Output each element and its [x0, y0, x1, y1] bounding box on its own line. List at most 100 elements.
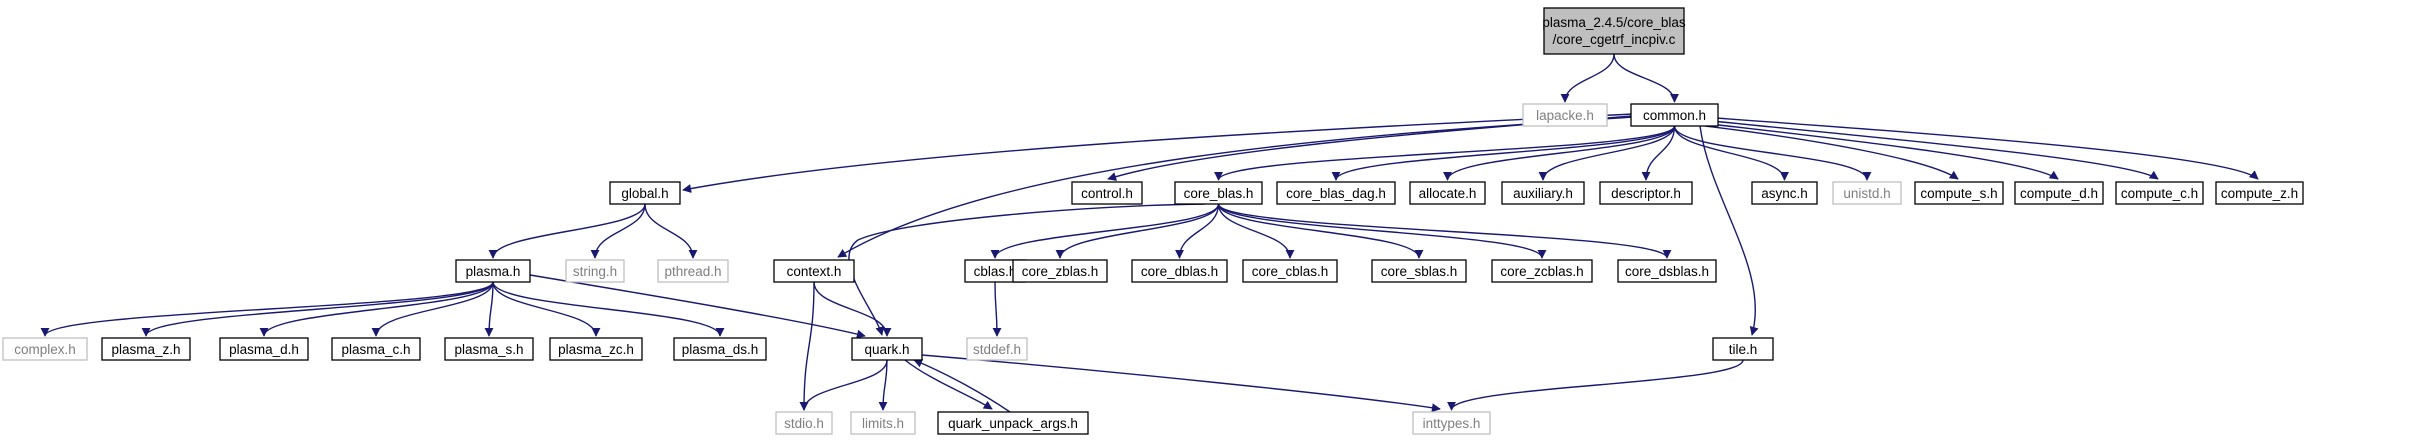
node-label: compute_d.h	[2020, 186, 2098, 201]
node-box	[1071, 181, 1143, 205]
node-label: inttypes.h	[1423, 416, 1481, 431]
node-allocate[interactable]: allocate.h	[1409, 181, 1486, 205]
node-label: plasma_c.h	[341, 342, 410, 357]
node-core-dblas[interactable]: core_dblas.h	[1131, 259, 1228, 283]
edge-core_blas-to-core_sblas	[1217, 203, 1424, 259]
edges-layer	[40, 53, 2259, 413]
node-box	[1501, 181, 1585, 205]
edge-core_blas-to-quark	[848, 203, 1206, 336]
edge-core_blas-to-cblas	[990, 203, 1220, 259]
node-core-cblas[interactable]: core_cblas.h	[1242, 259, 1338, 283]
node-cblas[interactable]: cblas.h	[964, 259, 1026, 283]
node-core-blas[interactable]: core_blas.h	[1174, 181, 1263, 205]
node-plasma-zc[interactable]: plasma_zc.h	[549, 337, 643, 361]
node-pthread: pthread.h	[657, 259, 729, 283]
node-label: plasma_d.h	[229, 342, 299, 357]
edge-common-to-compute_d	[1709, 123, 2059, 180]
edge-plasma-to-quark	[529, 274, 866, 339]
edge-quark-to-stdio	[799, 359, 888, 411]
node-label: string.h	[573, 264, 617, 279]
node-root[interactable]: plasma_2.4.5/core_blas/core_cgetrf_incpi…	[1542, 7, 1686, 55]
node-box	[219, 337, 309, 361]
node-core-dsblas[interactable]: core_dsblas.h	[1617, 259, 1717, 283]
node-compute-z[interactable]: compute_z.h	[2215, 181, 2304, 205]
node-auxiliary[interactable]: auxiliary.h	[1501, 181, 1585, 205]
node-label: tile.h	[1729, 342, 1758, 357]
node-box	[565, 259, 625, 283]
node-label: async.h	[1761, 186, 1808, 201]
node-core-blas-dag[interactable]: core_blas_dag.h	[1276, 181, 1396, 205]
node-compute-c[interactable]: compute_c.h	[2115, 181, 2204, 205]
node-label: compute_z.h	[2221, 186, 2298, 201]
node-box	[331, 337, 421, 361]
node-complex: complex.h	[2, 337, 88, 361]
node-core-sblas[interactable]: core_sblas.h	[1371, 259, 1467, 283]
node-compute-d[interactable]: compute_d.h	[2014, 181, 2104, 205]
node-label: control.h	[1081, 186, 1133, 201]
edge-plasma-to-plasma_d	[259, 281, 494, 337]
node-box	[937, 411, 1089, 435]
node-plasma[interactable]: plasma.h	[455, 259, 531, 283]
node-box	[851, 337, 923, 361]
edge-plasma-to-complex	[40, 281, 494, 337]
node-box	[673, 337, 767, 361]
node-label: plasma_2.4.5/core_blas	[1542, 15, 1686, 30]
node-core-zcblas[interactable]: core_zcblas.h	[1491, 259, 1593, 283]
node-box	[1751, 181, 1818, 205]
node-box	[1630, 103, 1719, 127]
node-label: core_zblas.h	[1022, 264, 1099, 279]
node-string: string.h	[565, 259, 625, 283]
node-quark-unpack[interactable]: quark_unpack_args.h	[937, 411, 1089, 435]
node-label: core_zcblas.h	[1500, 264, 1583, 279]
edge-common-to-auxiliary	[1538, 125, 1676, 181]
edge-core_blas-to-core_dsblas	[1217, 203, 1672, 259]
node-label: pthread.h	[664, 264, 721, 279]
node-plasma-d[interactable]: plasma_d.h	[219, 337, 309, 361]
node-quark[interactable]: quark.h	[851, 337, 923, 361]
node-plasma-c[interactable]: plasma_c.h	[331, 337, 421, 361]
node-box	[1409, 181, 1486, 205]
node-tile[interactable]: tile.h	[1712, 337, 1774, 361]
node-label: /core_cgetrf_incpiv.c	[1553, 32, 1676, 47]
node-plasma-z[interactable]: plasma_z.h	[101, 337, 191, 361]
node-label: auxiliary.h	[1513, 186, 1573, 201]
edge-common-to-core_blas	[1214, 125, 1676, 181]
node-limits: limits.h	[850, 411, 916, 435]
node-plasma-s[interactable]: plasma_s.h	[444, 337, 534, 361]
node-box	[609, 181, 681, 205]
node-box	[1242, 259, 1338, 283]
node-box	[1914, 181, 2004, 205]
edge-plasma-to-plasma_s	[484, 281, 494, 337]
node-global[interactable]: global.h	[609, 181, 681, 205]
edge-plasma-to-plasma_zc	[492, 281, 601, 337]
node-label: lapacke.h	[1536, 108, 1594, 123]
node-stddef: stddef.h	[966, 337, 1028, 361]
node-context[interactable]: context.h	[773, 259, 855, 283]
edge-quark-to-quark_unpack	[904, 359, 993, 410]
node-label: context.h	[787, 264, 842, 279]
node-box	[1599, 181, 1693, 205]
node-core-zblas[interactable]: core_zblas.h	[1012, 259, 1108, 283]
edge-global-to-plasma	[488, 203, 646, 259]
node-label: compute_s.h	[1920, 186, 1997, 201]
node-box	[1543, 7, 1685, 55]
node-control[interactable]: control.h	[1071, 181, 1143, 205]
node-compute-s[interactable]: compute_s.h	[1914, 181, 2004, 205]
node-common[interactable]: common.h	[1630, 103, 1719, 127]
edge-root-to-common	[1613, 53, 1679, 103]
node-box	[101, 337, 191, 361]
node-plasma-ds[interactable]: plasma_ds.h	[673, 337, 767, 361]
node-label: core_blas_dag.h	[1286, 186, 1386, 201]
node-descriptor[interactable]: descriptor.h	[1599, 181, 1693, 205]
node-box	[1712, 337, 1774, 361]
edge-common-to-async	[1673, 125, 1789, 181]
node-box	[2014, 181, 2104, 205]
edge-core_blas-to-core_cblas	[1217, 203, 1295, 259]
node-label: plasma_ds.h	[682, 342, 759, 357]
edge-plasma-to-plasma_ds	[492, 281, 725, 337]
edge-tile-to-inttypes	[1447, 359, 1744, 411]
node-box	[2215, 181, 2304, 205]
node-async[interactable]: async.h	[1751, 181, 1818, 205]
node-label: core_cblas.h	[1252, 264, 1329, 279]
edge-core_blas-to-core_zcblas	[1217, 203, 1547, 259]
